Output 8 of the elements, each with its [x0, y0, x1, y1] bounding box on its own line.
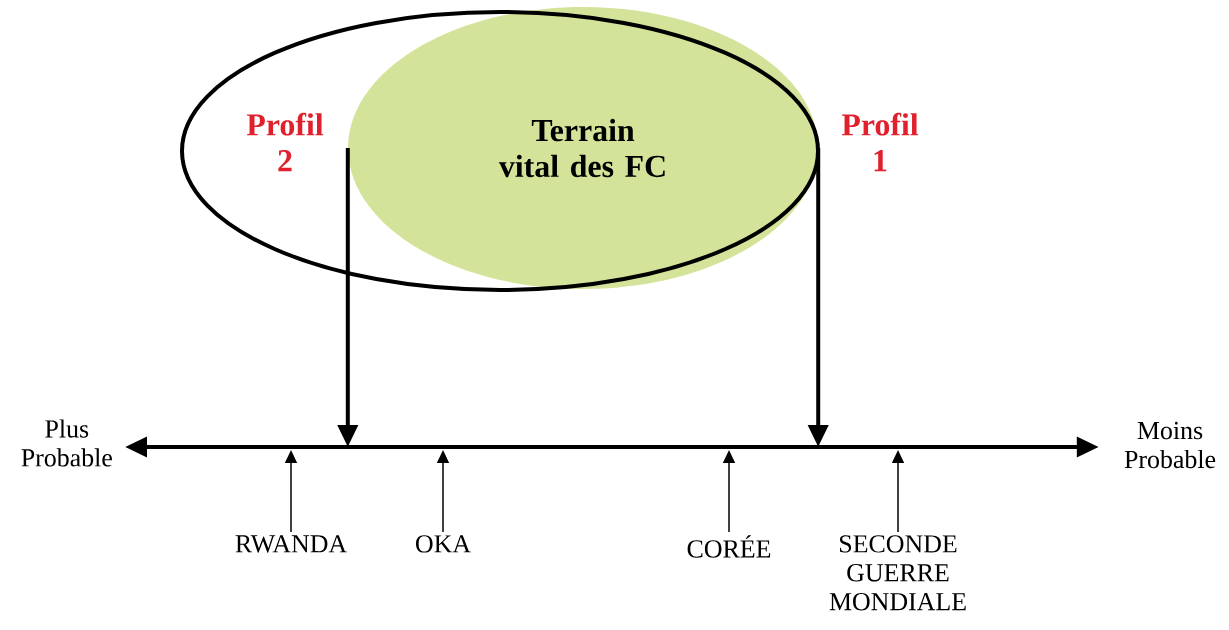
profile-label: Profil 1	[841, 112, 919, 172]
event-label: OKA	[416, 535, 471, 553]
event-label: RWANDA	[235, 535, 347, 553]
axis-end-label: Moins Probable	[1124, 421, 1216, 469]
axis-end-label: Plus Probable	[21, 419, 112, 467]
event-label: CORÉE	[687, 535, 771, 558]
profile-label: Profil 2	[246, 112, 324, 172]
event-label: SECONDE GUERRE MONDIALE	[829, 535, 966, 611]
